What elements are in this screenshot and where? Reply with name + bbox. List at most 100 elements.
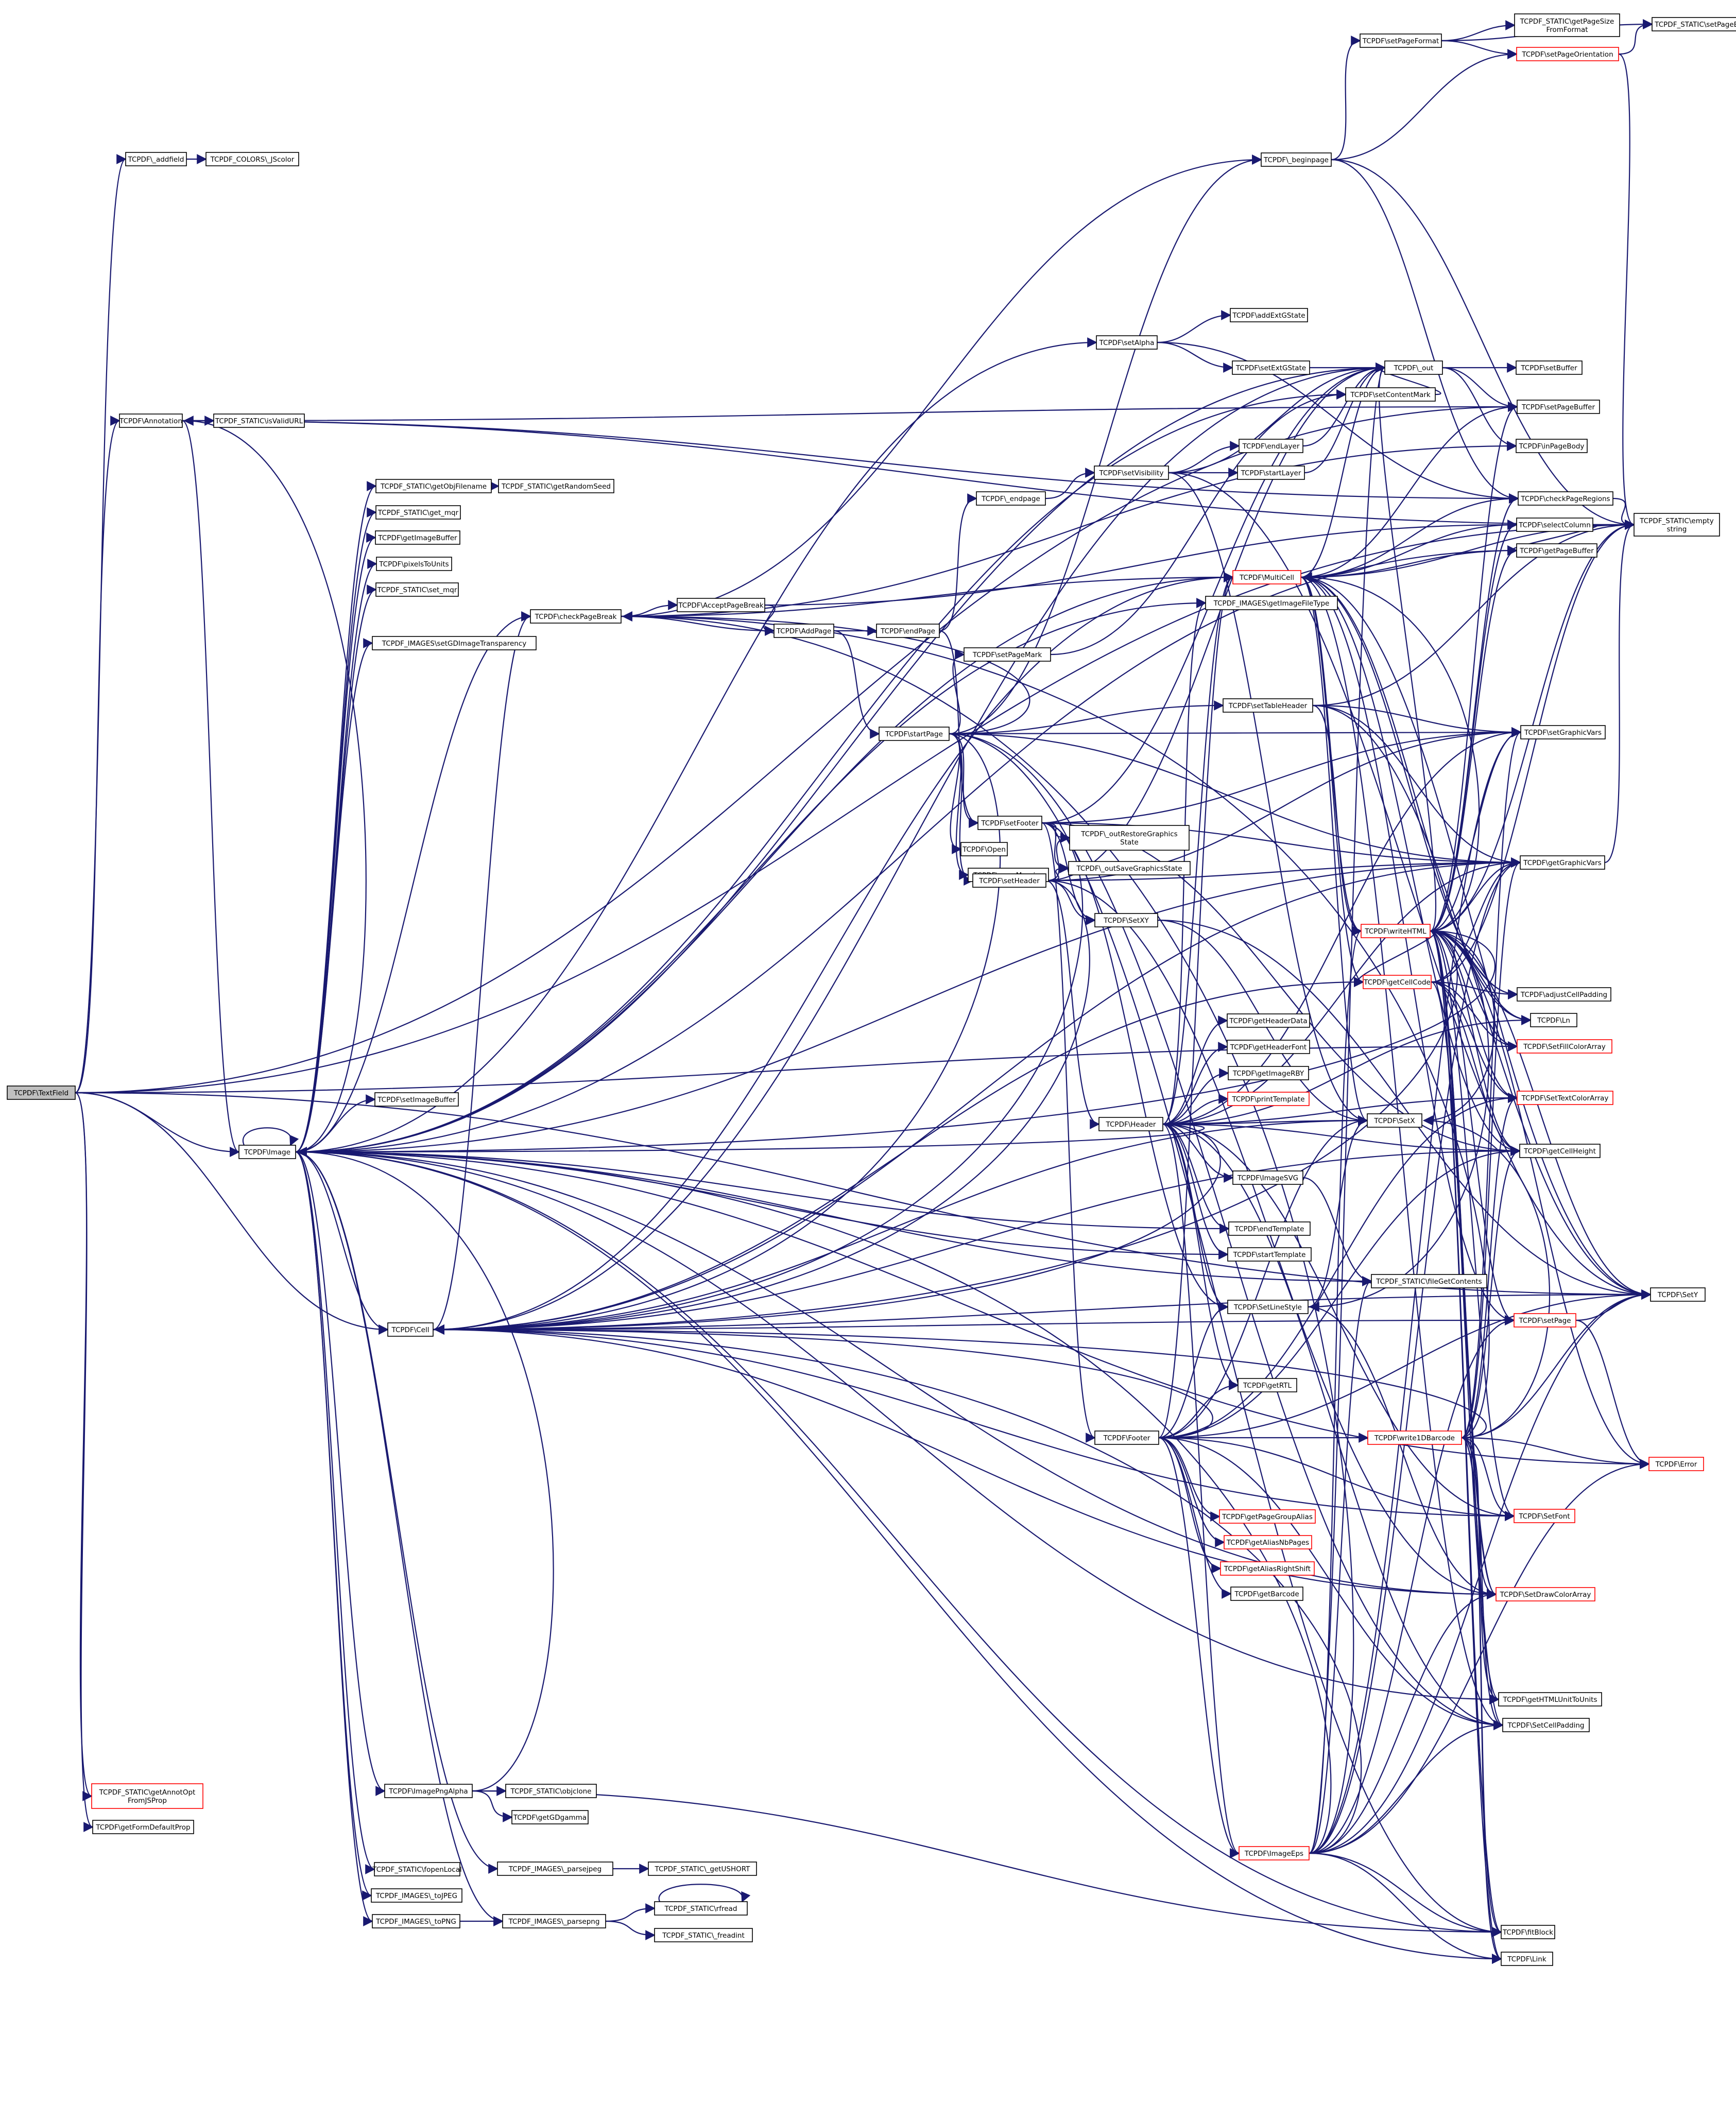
node-setbuffer[interactable]: TCPDF\setBuffer [1516,360,1583,375]
node-footer[interactable]: TCPDF\Footer [1094,1430,1159,1445]
node-getmqr[interactable]: TCPDF_STATIC\get_mqr [375,505,461,520]
node-getformdef[interactable]: TCPDF\getFormDefaultProp [92,1820,194,1834]
node-inpagebody[interactable]: TCPDF\inPageBody [1516,439,1588,453]
node-setlinestyle[interactable]: TCPDF\SetLineStyle [1227,1300,1309,1314]
node-getgdgamma[interactable]: TCPDF\getGDgamma [511,1810,589,1824]
node-starttemplate[interactable]: TCPDF\startTemplate [1227,1247,1312,1262]
node-setpageorient[interactable]: TCPDF\setPageOrientation [1516,47,1619,61]
node-parsejpeg[interactable]: TCPDF_IMAGES\_parsejpeg [497,1861,613,1876]
node-acceptpagebreak[interactable]: TCPDF\AcceptPageBreak [677,598,765,612]
node-pixelstounits[interactable]: TCPDF\pixelsToUnits [376,557,452,571]
node-sety[interactable]: TCPDF\SetY [1650,1287,1706,1302]
node-endpage_[interactable]: TCPDF\_endpage [976,491,1046,506]
node-getpagebuffer[interactable]: TCPDF\getPageBuffer [1516,543,1597,558]
node-objclone[interactable]: TCPDF_STATIC\objclone [505,1784,597,1798]
node-tojpeg[interactable]: TCPDF_IMAGES\_toJPEG [371,1888,462,1903]
node-getobjfilename[interactable]: TCPDF_STATIC\getObjFilename [375,479,492,493]
node-setgraphicvars[interactable]: TCPDF\setGraphicVars [1520,725,1606,739]
node-addfield[interactable]: TCPDF\_addfield [125,152,187,166]
node-fopenlocal[interactable]: TCPDF_STATIC\fopenLocal [372,1862,462,1876]
node-setpageformat[interactable]: TCPDF\setPageFormat [1360,33,1442,48]
node-error[interactable]: TCPDF\Error [1648,1457,1704,1471]
node-selectcolumn[interactable]: TCPDF\selectColumn [1516,518,1593,532]
node-endtemplate[interactable]: TCPDF\endTemplate [1228,1221,1311,1236]
node-startpage[interactable]: TCPDF\startPage [879,727,950,741]
node-freadint[interactable]: TCPDF_STATIC\_freadint [654,1928,753,1942]
node-setpageboxes[interactable]: TCPDF_STATIC\setPageBoxes [1652,17,1736,31]
node-out[interactable]: TCPDF\_out [1384,360,1443,375]
node-checkpageregions[interactable]: TCPDF\checkPageRegions [1518,491,1613,506]
node-getimagefiletype[interactable]: TCPDF_IMAGES\getImageFileType [1205,596,1338,610]
node-checkpagebreak[interactable]: TCPDF\checkPageBreak [530,609,622,624]
node-getushort[interactable]: TCPDF_STATIC\_getUSHORT [648,1861,757,1876]
node-topng[interactable]: TCPDF_IMAGES\_toPNG [372,1914,460,1928]
node-startlayer[interactable]: TCPDF\startLayer [1237,466,1305,480]
node-setalpha[interactable]: TCPDF\setAlpha [1096,335,1158,350]
node-write1dbarcode[interactable]: TCPDF\write1DBarcode [1367,1430,1462,1445]
node-ln[interactable]: TCPDF\Ln [1530,1013,1577,1027]
node-setheader[interactable]: TCPDF\setHeader [972,873,1046,888]
node-adjustcellpadding[interactable]: TCPDF\adjustCellPadding [1517,987,1611,1002]
node-setpage[interactable]: TCPDF\setPage [1514,1313,1576,1328]
node-isvalidurl[interactable]: TCPDF_STATIC\isValidURL [213,413,305,428]
node-setcellpadding[interactable]: TCPDF\SetCellPadding [1502,1718,1590,1732]
node-setfont[interactable]: TCPDF\SetFont [1514,1509,1575,1523]
node-rfread[interactable]: TCPDF_STATIC\rfread [654,1901,748,1916]
node-setvisibility[interactable]: TCPDF\setVisibility [1094,466,1169,480]
node-outsave[interactable]: TCPDF\_outSaveGraphicsState [1068,861,1191,875]
node-header[interactable]: TCPDF\Header [1098,1117,1163,1131]
node-fitblock[interactable]: TCPDF\fitBlock [1501,1925,1555,1939]
node-setpagemark[interactable]: TCPDF\setPageMark [964,647,1051,662]
node-addpage[interactable]: TCPDF\AddPage [774,624,834,638]
node-settextcolorarray[interactable]: TCPDF\SetTextColorArray [1517,1091,1613,1105]
node-image[interactable]: TCPDF\Image [238,1145,296,1159]
node-getpagegroupalias[interactable]: TCPDF\getPageGroupAlias [1219,1509,1316,1524]
node-setxy[interactable]: TCPDF\SetXY [1094,913,1158,927]
node-imagesvg[interactable]: TCPDF\ImageSVG [1232,1170,1303,1185]
node-link[interactable]: TCPDF\Link [1501,1952,1553,1966]
node-jscolor[interactable]: TCPDF_COLORS\_JScolor [205,152,299,166]
node-settableheader[interactable]: TCPDF\setTableHeader [1223,698,1313,713]
node-setmqr[interactable]: TCPDF_STATIC\set_mqr [375,582,459,597]
node-getheaderdata[interactable]: TCPDF\getHeaderData [1227,1013,1310,1028]
node-filegetcontents[interactable]: TCPDF_STATIC\fileGetContents [1371,1274,1487,1288]
node-setdrawcolorarray[interactable]: TCPDF\SetDrawColorArray [1496,1587,1595,1601]
node-gethtmlunittounits[interactable]: TCPDF\getHTMLUnitToUnits [1498,1692,1602,1706]
node-setcontentmark[interactable]: TCPDF\setContentMark [1345,387,1436,402]
node-getbarcode[interactable]: TCPDF\getBarcode [1230,1587,1303,1601]
node-endlayer[interactable]: TCPDF\endLayer [1239,439,1303,453]
node-getcellcode[interactable]: TCPDF\getCellCode [1363,975,1432,989]
node-multicell[interactable]: TCPDF\MultiCell [1232,570,1301,584]
node-getgraphicvars[interactable]: TCPDF\getGraphicVars [1520,855,1605,870]
node-getaliasrightshift[interactable]: TCPDF\getAliasRightShift [1220,1561,1315,1576]
node-addextgstate[interactable]: TCPDF\addExtGState [1230,308,1308,322]
node-writehtml[interactable]: TCPDF\writeHTML [1361,924,1431,938]
node-setfooter[interactable]: TCPDF\setFooter [977,816,1042,830]
node-annotation[interactable]: TCPDF\Annotation [119,413,183,428]
node-endpage[interactable]: TCPDF\endPage [876,624,940,638]
node-setx[interactable]: TCPDF\SetX [1367,1113,1422,1128]
node-getrandomseed[interactable]: TCPDF_STATIC\getRandomSeed [498,479,614,493]
node-getrtl[interactable]: TCPDF\getRTL [1237,1378,1297,1392]
node-beginpage[interactable]: TCPDF\_beginpage [1261,152,1332,167]
node-printtemplate[interactable]: TCPDF\printTemplate [1227,1092,1310,1106]
node-setpagebuffer[interactable]: TCPDF\setPageBuffer [1517,400,1600,414]
node-parsepng[interactable]: TCPDF_IMAGES\_parsepng [502,1914,606,1928]
node-setfillcolorarray[interactable]: TCPDF\SetFillColorArray [1517,1039,1612,1054]
node-getcellheight[interactable]: TCPDF\getCellHeight [1519,1144,1601,1158]
node-cell[interactable]: TCPDF\Cell [387,1322,434,1337]
node-setimagebuffer[interactable]: TCPDF\setImageBuffer [374,1092,459,1107]
node-getheaderfont[interactable]: TCPDF\getHeaderFont [1227,1040,1310,1054]
node-getimagebuffer[interactable]: TCPDF\getImageBuffer [375,530,460,545]
node-getimagerby[interactable]: TCPDF\getImageRBY [1228,1066,1309,1080]
node-setgdimagetransp[interactable]: TCPDF_IMAGES\setGDImageTransparency [372,636,537,650]
node-getaliasnbpages[interactable]: TCPDF\getAliasNbPages [1224,1535,1312,1549]
node-open[interactable]: TCPDF\Open [960,842,1008,856]
node-textfield[interactable]: TCPDF\TextField [7,1085,76,1100]
node-imagepngalpha[interactable]: TCPDF\ImagePngAlpha [384,1784,473,1798]
node-setextgstate[interactable]: TCPDF\setExtGState [1232,360,1310,375]
